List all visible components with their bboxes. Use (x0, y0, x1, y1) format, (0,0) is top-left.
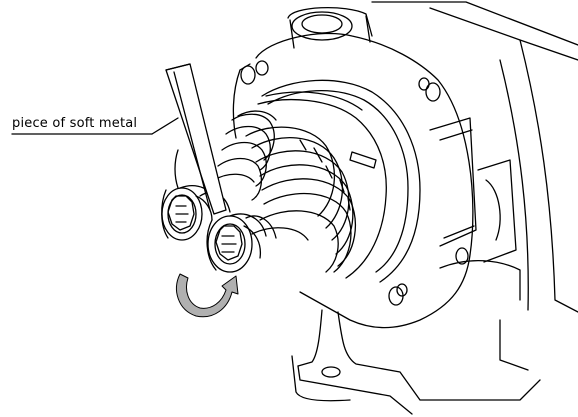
rotation-arrow-icon (176, 273, 239, 318)
pump-housing (232, 1, 578, 415)
callout-leader (11, 117, 179, 135)
rotor-screws (213, 91, 387, 279)
soft-metal-bar (165, 63, 227, 215)
callout-label: piece of soft metal (12, 116, 138, 131)
